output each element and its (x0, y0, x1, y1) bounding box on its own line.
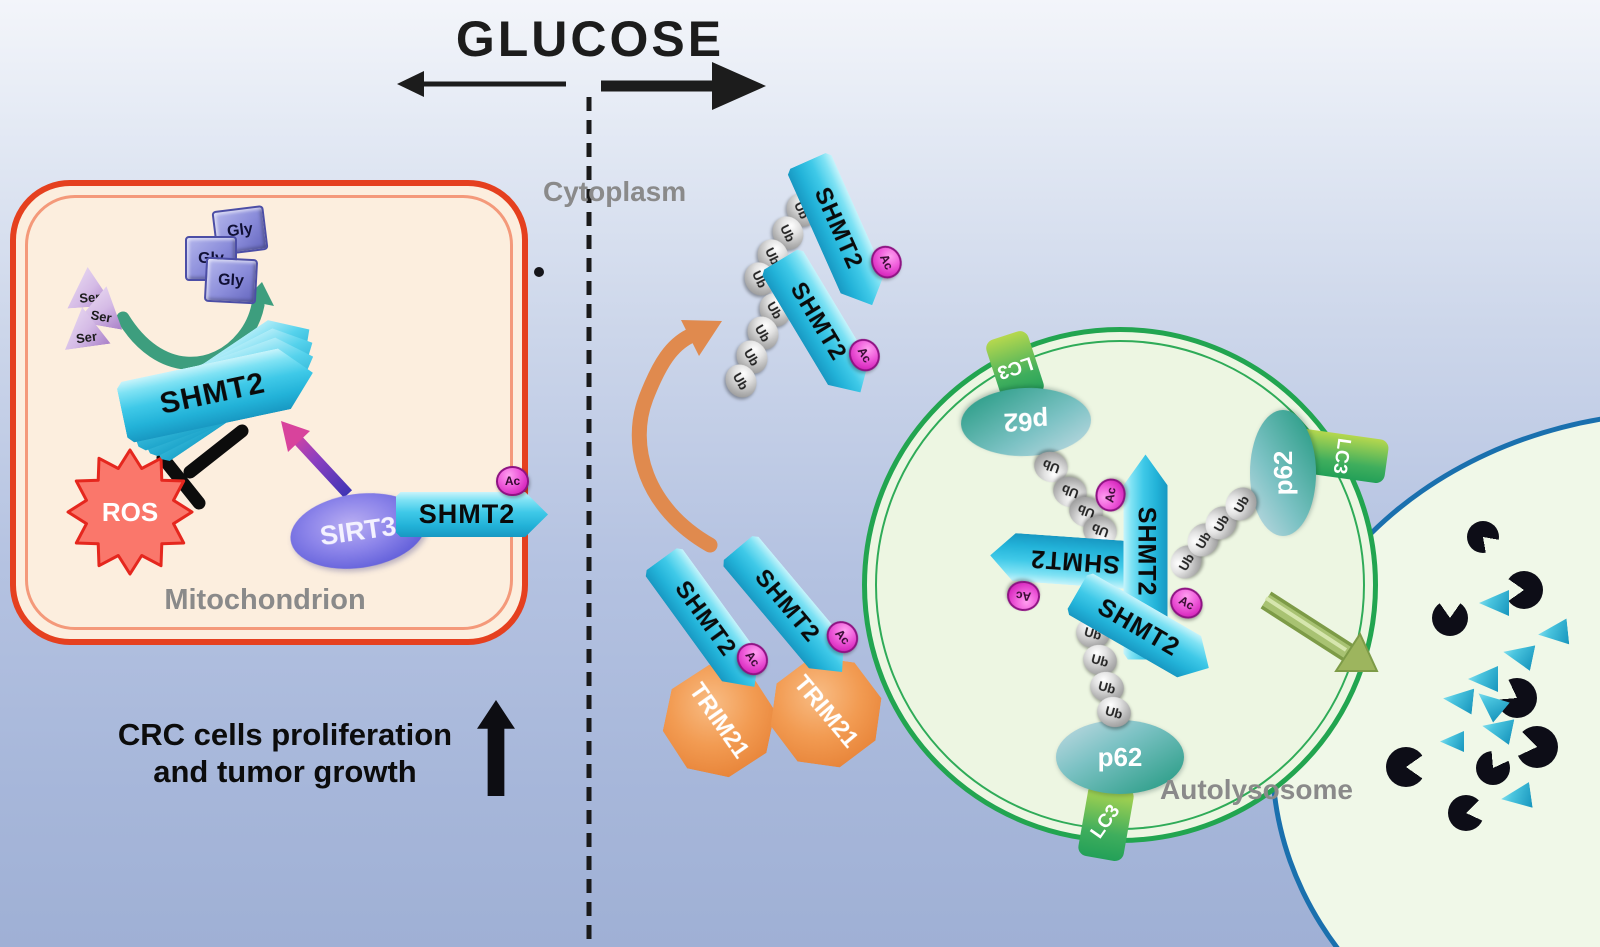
glucose-title: GLUCOSE (455, 11, 725, 67)
p62-ellipse-right: p62 (1250, 410, 1316, 536)
degraded-fragment-pacman (1516, 726, 1558, 768)
mitochondrion-label: Mitochondrion (164, 584, 366, 616)
degraded-fragment-pacman (1505, 571, 1543, 609)
autolysosome-label: Autolysosome (1160, 774, 1353, 805)
dot (534, 267, 544, 277)
ros-label: ROS (101, 497, 159, 527)
degraded-fragment-pacman (1432, 600, 1468, 636)
mitochondrion-inner-membrane (25, 195, 513, 630)
degraded-fragment-pacman (1467, 521, 1499, 553)
glycine-square: Gly (203, 256, 259, 305)
shmt2-banner-mito-acetylated: SHMT2 (396, 492, 548, 537)
glucose-high-arrow (601, 62, 766, 110)
crc-caption: CRC cells proliferation and tumor growth (105, 716, 465, 790)
crc-caption-line2: and tumor growth (153, 754, 417, 789)
degraded-fragment-pacman (1497, 678, 1537, 718)
cytoplasm-label: Cytoplasm (543, 176, 687, 207)
increase-arrow (477, 700, 515, 796)
degraded-fragment-pacman (1448, 795, 1484, 831)
glucose-low-arrow (397, 71, 566, 97)
p62-ellipse-bottom: p62 (1056, 720, 1184, 794)
export-curved-arrow (631, 320, 722, 553)
degraded-fragment-pacman (1386, 747, 1426, 787)
degraded-fragment-pacman (1476, 751, 1510, 785)
crc-caption-line1: CRC cells proliferation (117, 717, 453, 752)
acetyl-mark: Ac (496, 466, 529, 496)
